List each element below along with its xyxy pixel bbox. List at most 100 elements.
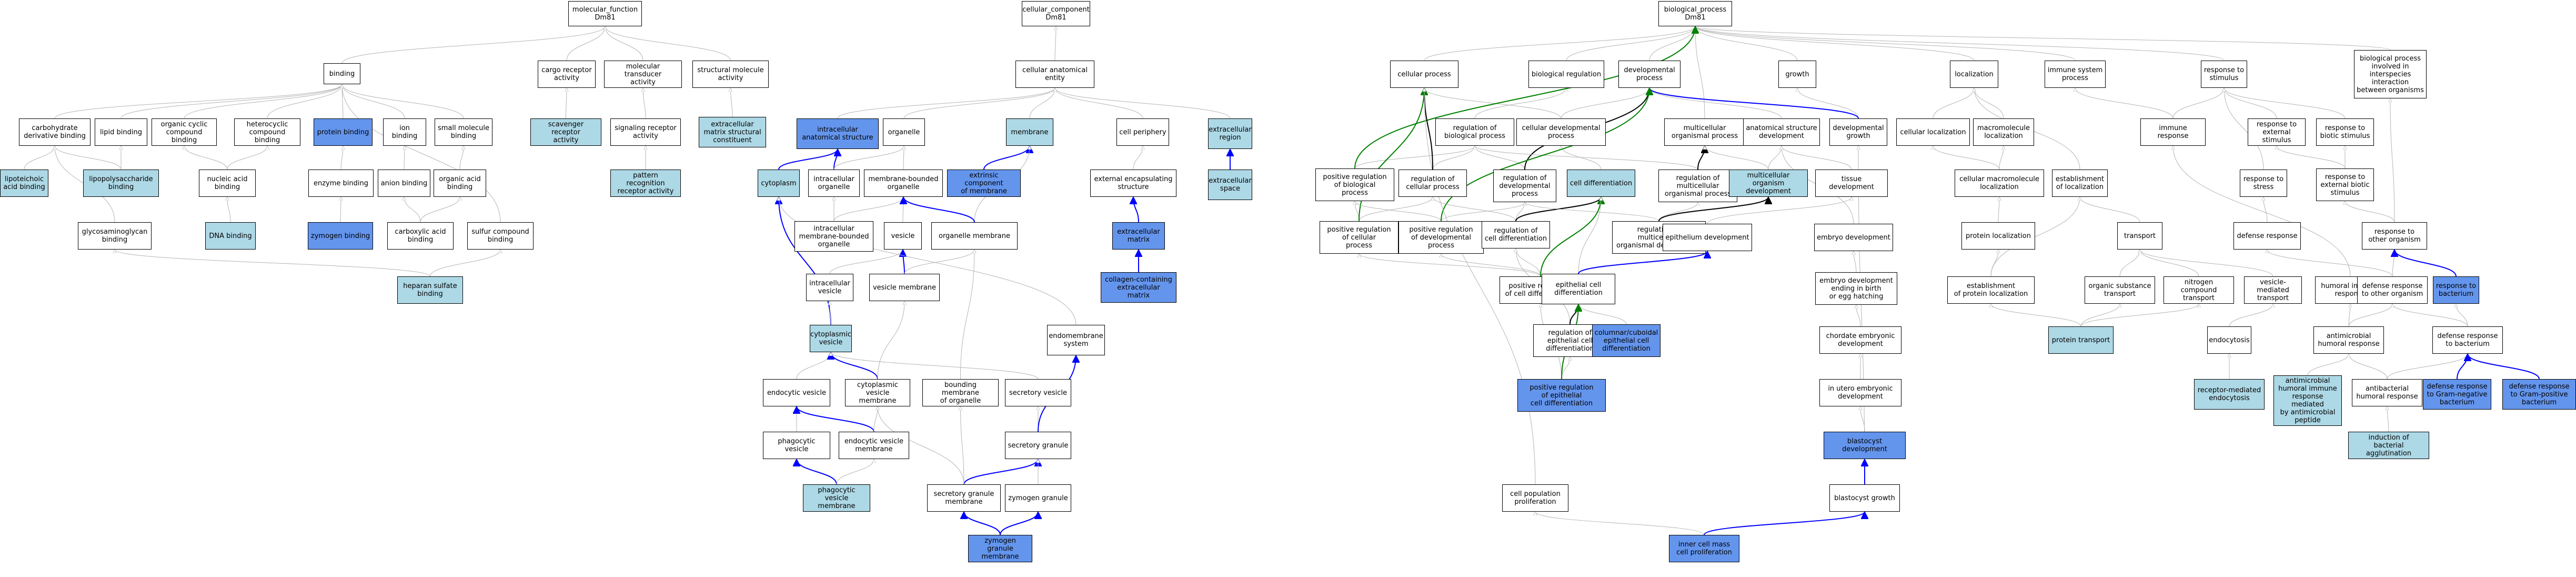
edge-cae-to-cc	[1055, 26, 1056, 61]
node-estprotloc: establishment of protein localization	[1947, 276, 2035, 304]
node-epidev: epithelium development	[1663, 224, 1752, 251]
node-devgrowth: developmental growth	[1829, 118, 1887, 146]
edge-regcellproc-to-cellproc	[1424, 88, 1433, 170]
edge-lipidbind-to-binding	[120, 84, 342, 119]
edge-ecm-to-extencap	[1133, 197, 1139, 223]
edge-phagovesmem-to-phagoves	[797, 459, 837, 485]
node-glycos: glycosaminoglycan binding	[78, 222, 152, 250]
edge-cargo-to-mf	[566, 26, 605, 61]
edge-posregcellproc-to-regcellproc	[1359, 196, 1433, 222]
edge-cytves-to-intves	[830, 301, 831, 325]
edge-cellproc-to-bp	[1424, 26, 1695, 61]
node-prottrans: protein transport	[2048, 326, 2114, 354]
node-respext: response to external stimulus	[2248, 118, 2306, 146]
edge-imbo-to-mbo	[833, 196, 903, 222]
edge-growth-to-bp	[1695, 26, 1798, 61]
edge-posregcelldiff-to-posregdev	[1441, 253, 1541, 277]
edge-bioreg-to-bp	[1566, 26, 1695, 61]
edge-respother-to-respextbiotic	[2345, 201, 2395, 223]
edge-antimicropep-to-antimicro	[2307, 353, 2349, 376]
edge-epidev-to-tissuedev	[1707, 196, 1852, 224]
node-macroloc: macromolecule localization	[1973, 118, 2034, 146]
edge-regcelldiff-to-regcellproc	[1433, 196, 1516, 222]
edge-lipoteich-to-carbbind	[24, 145, 55, 170]
edge-respbact-to-respother	[2394, 249, 2457, 277]
edge-endosys-to-cytoplasm	[779, 197, 1076, 325]
edge-posregcelldiff-to-posregcellproc	[1359, 253, 1541, 277]
edge-anatdev-to-devproc	[1649, 87, 1782, 119]
edge-devgrowth-to-growth	[1797, 87, 1859, 119]
edge-endovesmem-to-cytvesmem	[873, 406, 878, 432]
node-moltrans: molecular transducer activity	[604, 61, 682, 88]
node-defbact: defense response to bacterium	[2432, 326, 2503, 354]
edge-regmulti-to-regbio	[1475, 145, 1698, 170]
edge-intorg-to-ias	[833, 149, 838, 170]
edge-immresp-to-respstim	[2172, 87, 2224, 119]
edge-phagovesmem-to-endovesmem	[836, 459, 874, 485]
edge-ecregion-to-cae	[1055, 87, 1231, 119]
edge-estprotloc-to-estloc	[1990, 197, 2080, 277]
edge-moltrans-to-mf	[605, 26, 643, 61]
node-lipoteich: lipoteichoic acid binding	[0, 170, 48, 197]
edge-heparan-to-sulfur	[430, 249, 501, 277]
edge-antibact-to-antimicro	[2349, 353, 2388, 380]
node-respextbiotic: response to external biotic stimulus	[2316, 168, 2374, 201]
edge-carbox-to-orgacid	[420, 196, 460, 223]
node-ecregion: extracellular region	[1208, 118, 1252, 149]
node-estloc: establishment of localization	[2052, 170, 2108, 197]
node-bmo: bounding membrane of organelle	[922, 379, 999, 406]
node-antimicropep: antimicrobial humoral immune response me…	[2273, 375, 2342, 426]
edge-epicelldiff-to-epidev	[1578, 251, 1707, 274]
edge-immresp-to-immsys	[2075, 87, 2174, 119]
node-patrec: pattern recognition receptor activity	[610, 170, 681, 197]
edge-enzbind-to-protbind	[340, 146, 343, 170]
node-extcomp: extrinsic component of membrane	[947, 170, 1021, 197]
node-chordate: chordate embryonic development	[1819, 326, 1901, 354]
node-orgsubst: organic substance transport	[2085, 276, 2155, 304]
node-antibact: antibacterial humoral response	[2352, 379, 2422, 406]
node-protloc: protein localization	[1961, 222, 2035, 250]
edge-prottrans-to-estprotloc	[1991, 303, 2081, 327]
node-scavenger: scavenger receptor activity	[530, 118, 601, 146]
node-multidev: multicellular organism development	[1729, 170, 1808, 197]
edge-dnabind-to-nucacid	[227, 197, 231, 223]
node-celldevproc: cellular developmental process	[1516, 118, 1606, 146]
node-respstim: response to stimulus	[2201, 61, 2247, 88]
node-secves: secretory vesicle	[1005, 379, 1071, 406]
edge-regmultidev-to-regdev	[1525, 202, 1659, 222]
edge-multidev-to-multiorg	[1705, 145, 1769, 170]
edge-embdevbirth-to-embdev	[1854, 251, 1857, 273]
edge-organelle-to-cae	[903, 87, 1055, 119]
node-cellmacroloc: cellular macromolecule localization	[1955, 170, 2044, 197]
edge-celldevproc-to-cellproc	[1424, 87, 1562, 119]
node-lipidbind: lipid binding	[95, 118, 147, 146]
node-carbbind: carbohydrate derivative binding	[19, 118, 90, 146]
edge-intorg-to-organelle	[833, 145, 904, 170]
edge-defrespother-to-defresp	[2267, 249, 2393, 277]
edge-heparan-to-glycos	[115, 249, 430, 277]
node-defresp: defense response	[2233, 222, 2301, 250]
node-posregepi: positive regulation of epithelial cell d…	[1517, 379, 1606, 412]
node-embdevbirth: embryo development ending in birth or eg…	[1815, 272, 1897, 305]
edge-scavenger-to-cargo	[566, 88, 567, 119]
node-cae: cellular anatomical entity	[1015, 61, 1094, 88]
edge-regcellproc-to-regbio	[1432, 145, 1475, 170]
node-immresp: immune response	[2140, 118, 2206, 146]
node-heparan: heparan sulfate binding	[397, 276, 463, 304]
node-protbind: protein binding	[314, 118, 373, 146]
node-regdev: regulation of developmental process	[1493, 170, 1556, 202]
node-intves: intracellular vesicle	[806, 274, 853, 301]
edge-orgacid-to-smallmol	[459, 146, 464, 170]
node-zymogran: zymogen granule	[1005, 484, 1071, 512]
node-organelle: organelle	[883, 118, 925, 146]
edge-epicelldiff-to-celldiff	[1578, 197, 1601, 274]
edge-respstim-to-bp	[1695, 26, 2225, 61]
edge-nitro-to-transport	[2140, 249, 2199, 277]
edge-tissuedev-to-anatdev	[1782, 145, 1852, 170]
edge-regbio-to-bioreg	[1474, 87, 1566, 119]
node-transport: transport	[2117, 222, 2162, 250]
edge-defrespother-to-respother	[2392, 250, 2394, 277]
edge-orgmem-to-mbo	[903, 196, 975, 223]
edge-binding-to-mf	[341, 26, 605, 64]
